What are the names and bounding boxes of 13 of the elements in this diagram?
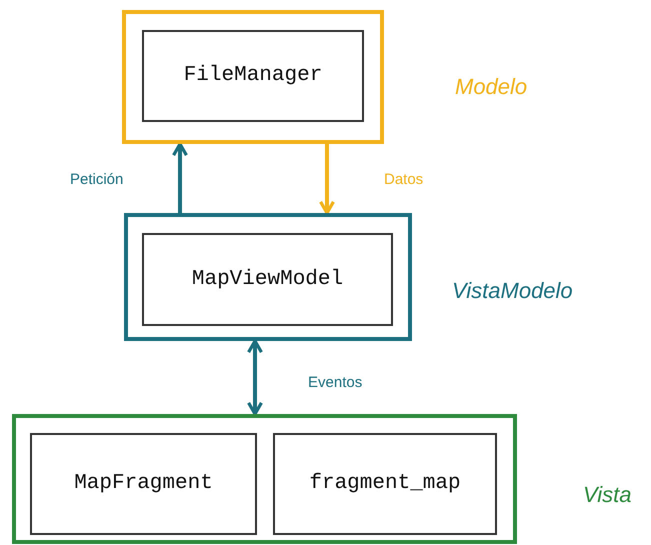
layer-box [124,213,412,341]
class-box: MapFragment [30,433,257,535]
layer-label: Modelo [455,73,528,101]
layer-label: Vista [583,481,632,509]
arrow [172,142,188,213]
layer-label: VistaModelo [452,277,573,305]
layer-box [12,414,517,544]
arrow [319,144,335,215]
arrow [247,339,263,416]
class-box: FileManager [142,30,364,122]
class-box: MapViewModel [142,233,393,326]
class-box: fragment_map [273,433,497,535]
layer-box [122,10,384,144]
